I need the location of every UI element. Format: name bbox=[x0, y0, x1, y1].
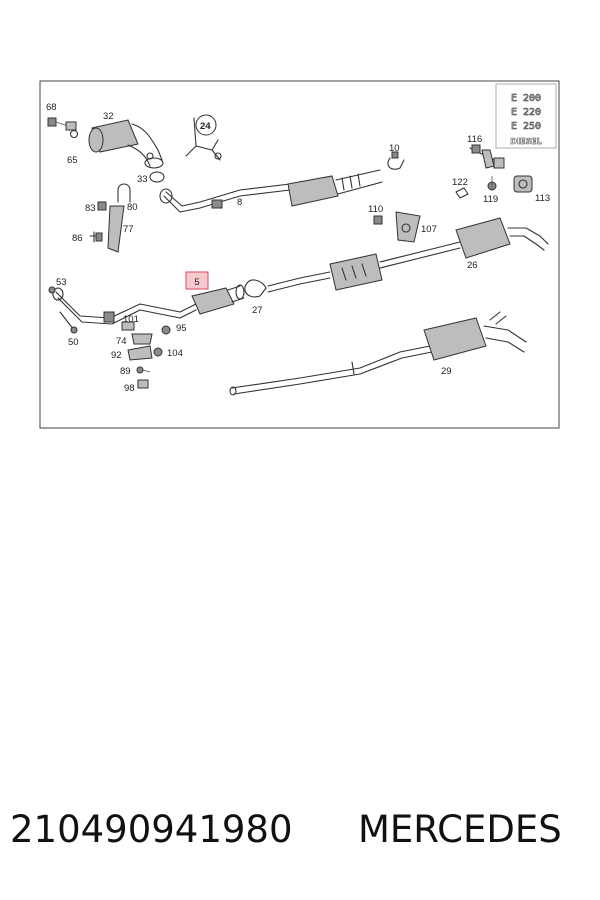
model-badge-diesel: DIESEL bbox=[510, 137, 541, 146]
label-119: 119 bbox=[483, 194, 498, 205]
label-33: 33 bbox=[137, 174, 148, 185]
part-middle-pipe-resonator bbox=[267, 253, 383, 293]
label-77: 77 bbox=[123, 224, 134, 235]
part-number: 210490941980 bbox=[10, 808, 293, 851]
label-74: 74 bbox=[116, 336, 127, 347]
part-110-bolt bbox=[373, 215, 383, 225]
part-8-front-pipe bbox=[159, 169, 383, 213]
label-27: 27 bbox=[252, 305, 263, 316]
label-68: 68 bbox=[46, 102, 57, 113]
part-10-clamp bbox=[387, 151, 405, 170]
label-86: 86 bbox=[72, 233, 83, 244]
label-8: 8 bbox=[237, 197, 242, 208]
label-107: 107 bbox=[421, 224, 437, 235]
part-32-front-converter bbox=[88, 119, 164, 169]
part-113-rubber-mount bbox=[513, 175, 533, 193]
part-24-bracket bbox=[185, 114, 222, 161]
label-116: 116 bbox=[467, 134, 482, 145]
label-89: 89 bbox=[120, 366, 131, 377]
part-104-nut bbox=[153, 347, 163, 357]
label-10: 10 bbox=[389, 143, 400, 154]
label-29: 29 bbox=[441, 366, 452, 377]
model-badge-e250: E 250 bbox=[511, 121, 541, 132]
part-74-bracket bbox=[131, 333, 153, 345]
caption-bar: 210490941980 MERCEDES bbox=[0, 800, 600, 870]
label-80: 80 bbox=[127, 202, 138, 213]
part-29-rear-pipe-silencer bbox=[229, 311, 527, 396]
label-101: 101 bbox=[123, 314, 139, 325]
brand-name: MERCEDES bbox=[358, 808, 562, 851]
model-badge-box: E 200 E 220 E 250 DIESEL bbox=[495, 83, 557, 149]
label-65: 65 bbox=[67, 155, 78, 166]
part-101-clamp bbox=[121, 321, 135, 331]
label-32: 32 bbox=[103, 111, 114, 122]
model-badge-e220: E 220 bbox=[511, 107, 541, 118]
part-27-clamp bbox=[244, 279, 267, 298]
part-26-rear-silencer bbox=[379, 217, 549, 269]
part-92-bracket bbox=[127, 345, 153, 361]
part-119-bolt bbox=[487, 176, 497, 191]
part-50-bolt bbox=[59, 311, 78, 334]
label-104: 104 bbox=[167, 348, 183, 359]
part-53-nut bbox=[48, 286, 56, 294]
part-122-nut bbox=[455, 187, 469, 199]
part-107-mount bbox=[395, 211, 421, 243]
part-65-nut bbox=[69, 129, 79, 139]
callout-labels: 68 32 65 24 33 10 116 122 119 113 83 80 … bbox=[46, 102, 550, 394]
part-77-bracket bbox=[107, 205, 125, 253]
label-26: 26 bbox=[467, 260, 478, 271]
label-98: 98 bbox=[124, 383, 135, 394]
label-122: 122 bbox=[452, 177, 468, 188]
highlighted-callout-5[interactable]: 5 bbox=[185, 271, 209, 290]
part-98-clip bbox=[137, 379, 149, 389]
model-badge-e200: E 200 bbox=[511, 93, 541, 104]
label-95: 95 bbox=[176, 323, 187, 334]
label-110: 110 bbox=[368, 204, 383, 215]
highlight-box bbox=[185, 271, 209, 290]
label-50: 50 bbox=[68, 337, 79, 348]
part-33-gasket bbox=[149, 171, 165, 183]
label-92: 92 bbox=[111, 350, 122, 361]
part-86-bolt bbox=[89, 231, 103, 243]
part-89-bolt bbox=[136, 366, 151, 374]
part-83-bolt bbox=[97, 201, 107, 211]
label-83: 83 bbox=[85, 203, 96, 214]
part-116-hanger bbox=[469, 144, 505, 169]
label-113: 113 bbox=[535, 193, 550, 204]
part-95-nut bbox=[161, 325, 171, 335]
part-68-clamp bbox=[47, 117, 77, 131]
label-53: 53 bbox=[56, 277, 67, 288]
label-24: 24 bbox=[200, 121, 211, 132]
part-5-catalytic-converter bbox=[52, 284, 245, 325]
label-5: 5 bbox=[194, 277, 199, 288]
part-80-u-bolt bbox=[117, 183, 131, 203]
